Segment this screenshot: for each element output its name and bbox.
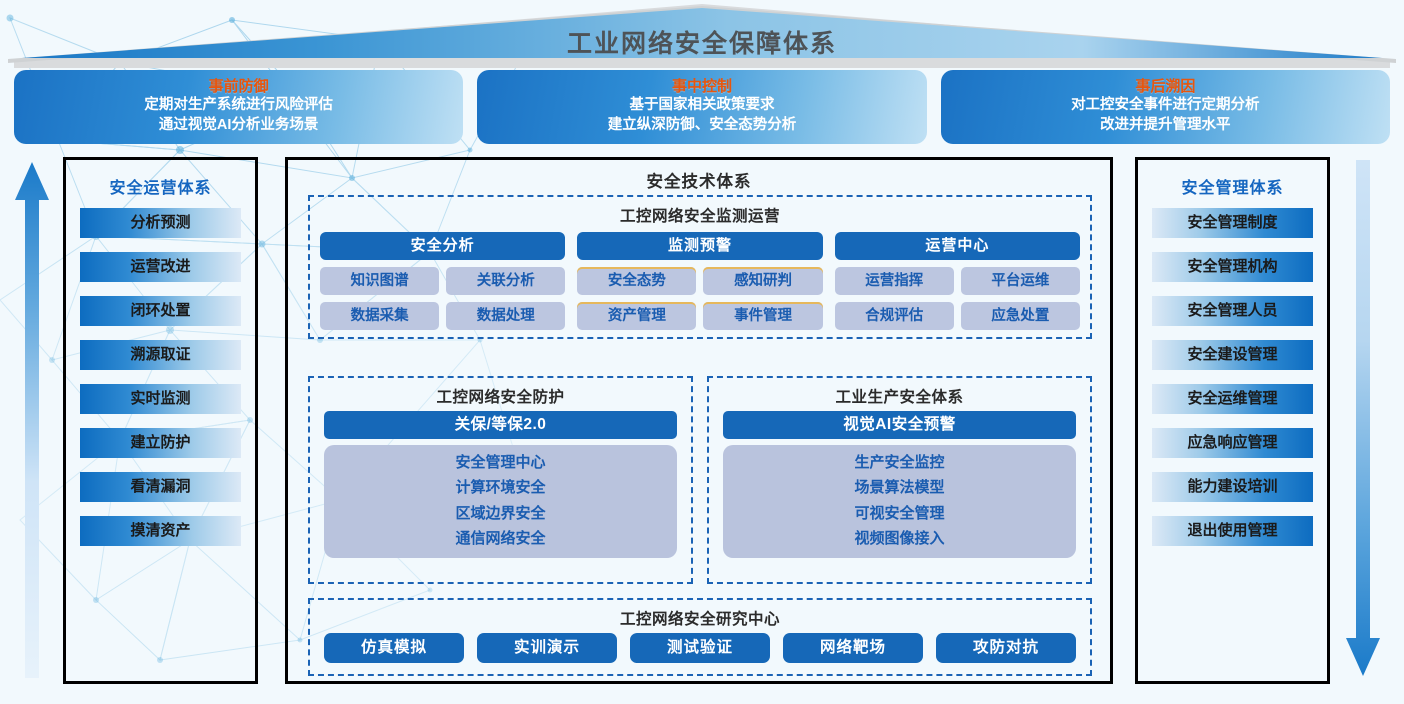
- list-item[interactable]: 安全管理制度: [1152, 208, 1313, 238]
- list-item[interactable]: 实时监测: [80, 384, 241, 414]
- research-center-panel: 工控网络安全研究中心 仿真模拟 实训演示 测试验证 网络靶场 攻防对抗: [308, 598, 1092, 676]
- phase-line: 定期对生产系统进行风险评估: [144, 97, 333, 114]
- monitoring-operations-panel: 工控网络安全监测运营 安全分析 知识图谱 关联分析 数据采集 数据处理 监测预警…: [308, 195, 1092, 339]
- left-column-title: 安全运营体系: [109, 180, 212, 197]
- list-item[interactable]: 看清漏洞: [80, 472, 241, 502]
- chip[interactable]: 事件管理: [703, 302, 823, 330]
- list-item[interactable]: 视频图像接入: [854, 529, 945, 547]
- chip[interactable]: 合规评估: [834, 302, 954, 330]
- security-technology-column: 安全技术体系 工控网络安全监测运营 安全分析 知识图谱 关联分析 数据采集 数据…: [285, 157, 1113, 684]
- production-items: 生产安全监控 场景算法模型 可视安全管理 视频图像接入: [723, 445, 1076, 558]
- list-item[interactable]: 安全建设管理: [1152, 340, 1313, 370]
- phase-card-pre[interactable]: 事前防御 定期对生产系统进行风险评估 通过视觉AI分析业务场景: [14, 70, 464, 144]
- group-header[interactable]: 监测预警: [577, 232, 823, 260]
- list-item[interactable]: 分析预测: [80, 208, 241, 238]
- monitoring-group-analysis: 安全分析 知识图谱 关联分析 数据采集 数据处理: [320, 232, 566, 330]
- chip[interactable]: 关联分析: [446, 267, 566, 295]
- list-item[interactable]: 应急响应管理: [1152, 428, 1313, 458]
- monitoring-groups: 安全分析 知识图谱 关联分析 数据采集 数据处理 监测预警 安全态势 感知研判 …: [310, 226, 1090, 330]
- group-header[interactable]: 安全分析: [320, 232, 566, 260]
- production-panel-title: 工业生产安全体系: [835, 389, 964, 406]
- left-column-list: 分析预测 运营改进 闭环处置 溯源取证 实时监测 建立防护 看清漏洞 摸清资产: [66, 198, 255, 546]
- list-item[interactable]: 安全管理机构: [1152, 252, 1313, 282]
- research-button-row: 仿真模拟 实训演示 测试验证 网络靶场 攻防对抗: [310, 629, 1090, 663]
- arrow-down-icon: [1346, 160, 1380, 676]
- monitoring-group-warning: 监测预警 安全态势 感知研判 资产管理 事件管理: [577, 232, 823, 330]
- list-item[interactable]: 摸清资产: [80, 516, 241, 546]
- monitoring-group-operations: 运营中心 运营指挥 平台运维 合规评估 应急处置: [834, 232, 1080, 330]
- protection-panel-title: 工控网络安全防护: [436, 389, 565, 406]
- protection-items: 安全管理中心 计算环境安全 区域边界安全 通信网络安全: [324, 445, 677, 558]
- page-title: 工业网络安全保障体系: [566, 30, 837, 58]
- list-item[interactable]: 运营改进: [80, 252, 241, 282]
- phase-card-row: 事前防御 定期对生产系统进行风险评估 通过视觉AI分析业务场景 事中控制 基于国…: [14, 70, 1390, 144]
- list-item[interactable]: 闭环处置: [80, 296, 241, 326]
- security-management-column: 安全管理体系 安全管理制度 安全管理机构 安全管理人员 安全建设管理 安全运维管…: [1135, 157, 1330, 684]
- phase-card-during[interactable]: 事中控制 基于国家相关政策要求 建立纵深防御、安全态势分析: [477, 70, 927, 144]
- list-item[interactable]: 建立防护: [80, 428, 241, 458]
- chip[interactable]: 资产管理: [577, 302, 697, 330]
- list-item[interactable]: 能力建设培训: [1152, 472, 1313, 502]
- production-ai-bar[interactable]: 视觉AI安全预警: [723, 411, 1076, 439]
- phase-line: 对工控安全事件进行定期分析: [1071, 97, 1260, 114]
- group-chip-grid: 知识图谱 关联分析 数据采集 数据处理: [320, 267, 566, 330]
- phase-line: 建立纵深防御、安全态势分析: [607, 116, 797, 133]
- arrow-up-icon: [15, 162, 49, 678]
- phase-title: 事前防御: [208, 77, 269, 95]
- phase-line: 改进并提升管理水平: [1100, 116, 1231, 133]
- list-item[interactable]: 安全管理中心: [455, 454, 546, 471]
- phase-card-post[interactable]: 事后溯因 对工控安全事件进行定期分析 改进并提升管理水平: [940, 70, 1390, 144]
- research-button[interactable]: 攻防对抗: [936, 633, 1076, 663]
- right-column-title: 安全管理体系: [1181, 180, 1284, 197]
- chip[interactable]: 安全态势: [577, 267, 697, 295]
- list-item[interactable]: 区域边界安全: [455, 504, 546, 522]
- research-panel-title: 工控网络安全研究中心: [619, 611, 780, 628]
- list-item[interactable]: 溯源取证: [80, 340, 241, 370]
- list-item[interactable]: 安全管理人员: [1152, 296, 1313, 326]
- research-button[interactable]: 实训演示: [477, 633, 617, 663]
- list-item[interactable]: 退出使用管理: [1152, 516, 1313, 546]
- group-header[interactable]: 运营中心: [834, 232, 1080, 260]
- protection-standard-bar[interactable]: 关保/等保2.0: [324, 411, 677, 439]
- phase-line: 基于国家相关政策要求: [629, 97, 775, 114]
- security-operations-column: 安全运营体系 分析预测 运营改进 闭环处置 溯源取证 实时监测 建立防护 看清漏…: [63, 157, 258, 684]
- research-button[interactable]: 仿真模拟: [324, 633, 464, 663]
- list-item[interactable]: 生产安全监控: [854, 454, 945, 471]
- chip[interactable]: 运营指挥: [834, 267, 954, 295]
- list-item[interactable]: 安全运维管理: [1152, 384, 1313, 414]
- chip[interactable]: 感知研判: [703, 267, 823, 295]
- list-item[interactable]: 通信网络安全: [455, 529, 546, 547]
- research-button[interactable]: 网络靶场: [783, 633, 923, 663]
- monitoring-panel-title: 工控网络安全监测运营: [619, 208, 780, 225]
- list-item[interactable]: 可视安全管理: [854, 504, 945, 522]
- group-chip-grid: 运营指挥 平台运维 合规评估 应急处置: [834, 267, 1080, 330]
- group-chip-grid: 安全态势 感知研判 资产管理 事件管理: [577, 267, 823, 330]
- list-item[interactable]: 场景算法模型: [854, 479, 945, 497]
- list-item[interactable]: 计算环境安全: [455, 479, 546, 497]
- chip[interactable]: 应急处置: [960, 302, 1080, 330]
- chip[interactable]: 数据处理: [446, 302, 566, 330]
- phase-line: 通过视觉AI分析业务场景: [158, 116, 319, 133]
- right-column-list: 安全管理制度 安全管理机构 安全管理人员 安全建设管理 安全运维管理 应急响应管…: [1138, 198, 1327, 546]
- phase-title: 事后溯因: [1135, 77, 1196, 95]
- chip[interactable]: 知识图谱: [320, 267, 440, 295]
- production-safety-panel: 工业生产安全体系 视觉AI安全预警 生产安全监控 场景算法模型 可视安全管理 视…: [707, 376, 1092, 584]
- center-column-title: 安全技术体系: [646, 173, 752, 191]
- chip[interactable]: 平台运维: [960, 267, 1080, 295]
- chip[interactable]: 数据采集: [320, 302, 440, 330]
- phase-title: 事中控制: [671, 77, 732, 95]
- network-protection-panel: 工控网络安全防护 关保/等保2.0 安全管理中心 计算环境安全 区域边界安全 通…: [308, 376, 693, 584]
- research-button[interactable]: 测试验证: [630, 633, 770, 663]
